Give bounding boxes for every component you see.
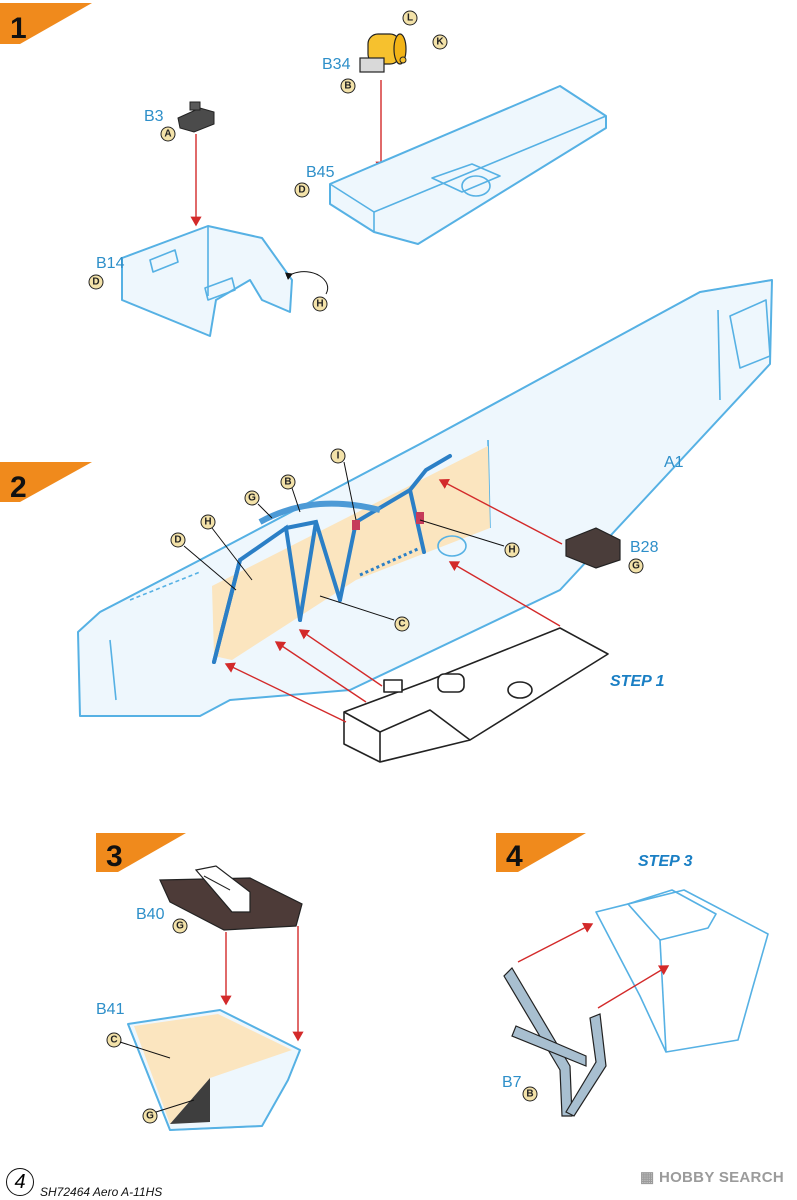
- callout-h-frame-left: H: [200, 514, 253, 581]
- callout-l-b34: L: [402, 10, 418, 26]
- callout-g-b40: G: [172, 918, 188, 934]
- step-1-badge: 1: [0, 3, 92, 45]
- part-b34: [359, 33, 407, 73]
- step-4-number: 4: [506, 840, 523, 873]
- cockpit-frame: [212, 454, 467, 664]
- svg-text:D: D: [174, 535, 181, 546]
- label-b45: B45: [306, 164, 335, 181]
- rotate-arrow: [284, 271, 329, 295]
- kit-title: SH72464 Aero A-11HS: [40, 1185, 163, 1199]
- label-b28: B28: [630, 539, 659, 556]
- svg-text:H: H: [508, 545, 515, 556]
- callout-g-b41: G: [142, 1099, 195, 1124]
- callout-b-frame: B: [280, 474, 301, 513]
- callout-g-frame: G: [244, 490, 273, 519]
- label-b41: B41: [96, 1001, 125, 1018]
- part-b14: [121, 225, 293, 337]
- callout-d-frame: D: [170, 532, 237, 591]
- callout-d-b14: D: [88, 274, 104, 290]
- callout-c-wall: C: [319, 595, 410, 632]
- callout-a-b3: A: [160, 126, 176, 142]
- svg-text:G: G: [248, 493, 256, 504]
- step-1-number: 1: [10, 12, 27, 45]
- svg-text:D: D: [92, 277, 99, 288]
- step-4-badge: 4: [496, 833, 586, 873]
- ref-step-3: STEP 3: [638, 853, 693, 870]
- label-b3: B3: [144, 108, 164, 125]
- callout-i-frame: I: [330, 448, 357, 521]
- callout-d-b45: D: [294, 182, 310, 198]
- label-b14: B14: [96, 255, 125, 272]
- svg-text:C: C: [110, 1035, 117, 1046]
- svg-text:K: K: [436, 37, 444, 48]
- step-3-badge: 3: [96, 833, 186, 873]
- arrow-sub-4: [448, 561, 561, 627]
- svg-text:B: B: [284, 477, 291, 488]
- callout-b-b34: B: [340, 78, 356, 94]
- step-3-number: 3: [106, 840, 123, 873]
- svg-text:B: B: [344, 81, 351, 92]
- part-b7: [503, 967, 607, 1117]
- part-b28: [565, 527, 621, 569]
- callout-b-b7: B: [522, 1086, 538, 1102]
- brand-watermark: ▦ HOBBY SEARCH: [640, 1169, 784, 1186]
- svg-text:G: G: [176, 921, 184, 932]
- svg-text:D: D: [298, 185, 305, 196]
- brand-text: HOBBY SEARCH: [658, 1169, 784, 1186]
- callout-h-b14: H: [312, 296, 328, 312]
- svg-text:H: H: [204, 517, 211, 528]
- part-b40: [159, 865, 303, 931]
- arrow-sub-1: [224, 662, 347, 723]
- arrow-sub-3: [298, 629, 383, 687]
- callout-h-frame-right: H: [419, 519, 520, 558]
- paint-callouts: A L K B D D H I: [88, 10, 644, 1124]
- part-b3: [177, 101, 215, 133]
- step-2-number: 2: [10, 471, 27, 504]
- svg-text:G: G: [146, 1111, 154, 1122]
- svg-text:G: G: [632, 561, 640, 572]
- subassembly-step1: [343, 627, 609, 763]
- label-b7: B7: [502, 1074, 522, 1091]
- svg-text:L: L: [407, 13, 413, 24]
- label-a1: A1: [664, 454, 684, 471]
- label-b34: B34: [322, 56, 351, 73]
- callout-g-b28: G: [628, 558, 644, 574]
- arrow-b28: [438, 478, 563, 545]
- arrow-sub-2: [274, 641, 367, 703]
- label-b40: B40: [136, 906, 165, 923]
- ref-step-1: STEP 1: [610, 673, 665, 690]
- part-b41: [127, 1009, 301, 1131]
- svg-text:A: A: [164, 129, 171, 140]
- svg-text:I: I: [337, 451, 340, 462]
- arrow-b7-b: [597, 965, 670, 1009]
- page-number: 4: [6, 1168, 34, 1196]
- step-2-badge: 2: [0, 462, 92, 504]
- callout-c-b41: C: [106, 1032, 171, 1059]
- seat-outline: [595, 889, 769, 1053]
- svg-text:B: B: [526, 1089, 533, 1100]
- svg-text:C: C: [398, 619, 405, 630]
- svg-text:H: H: [316, 299, 323, 310]
- part-b45: [329, 85, 607, 245]
- callout-k-b34: K: [432, 34, 448, 50]
- arrow-b7-a: [517, 922, 594, 963]
